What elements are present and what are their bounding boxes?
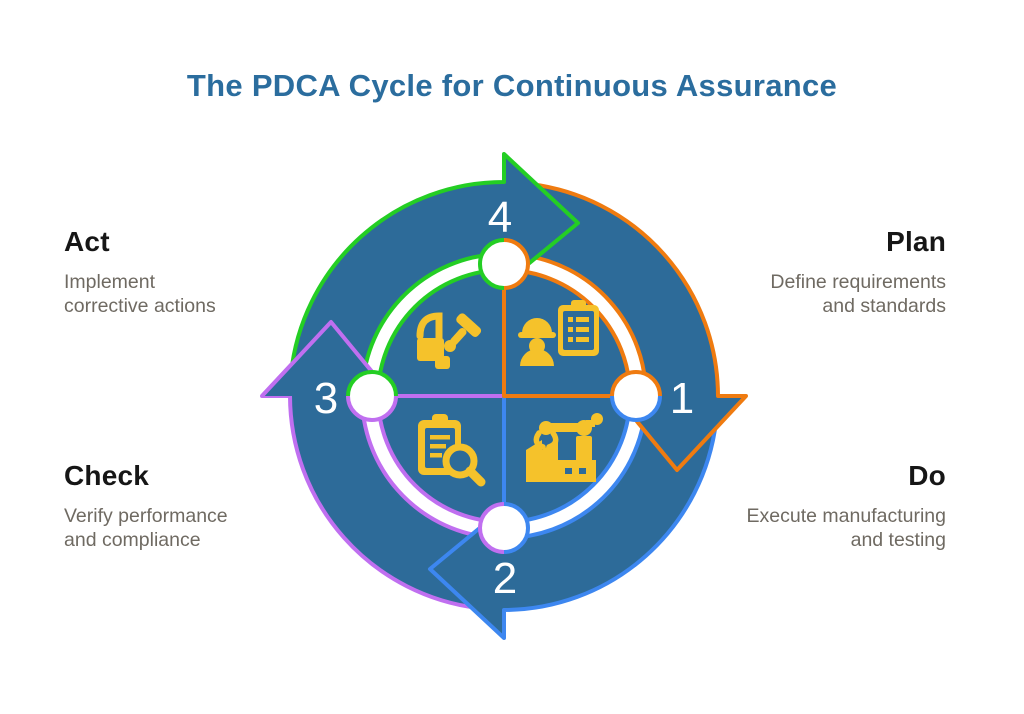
notch-right-bottom-arc: [610, 395, 662, 422]
notch-left-top-arc: [346, 370, 398, 397]
clipboard-magnifier-icon: [418, 414, 486, 487]
stage-title-plan: Plan: [886, 226, 946, 257]
ring-segment-act: [289, 152, 580, 383]
notch-left-bottom-arc: [346, 395, 398, 422]
notch-left: [348, 372, 396, 420]
stage-number-check: 3: [314, 374, 338, 423]
factory-robot-arm-icon: [526, 413, 603, 482]
stage-title-check: Check: [64, 460, 150, 491]
notch-right-top-arc: [610, 370, 662, 397]
notch-bottom-left-arc: [478, 502, 505, 554]
engineer-checklist-icon: [518, 300, 599, 366]
notch-top-left-arc: [478, 238, 505, 290]
stage-number-plan: 1: [670, 374, 694, 423]
ring-segment-do: [428, 411, 718, 640]
ring-segment-plan: [519, 182, 748, 472]
stage-title-do: Do: [908, 460, 946, 491]
notch-bottom: [480, 504, 528, 552]
notch-right: [612, 372, 660, 420]
notch-bottom-right-arc: [503, 502, 530, 554]
notch-top-right-arc: [503, 238, 530, 290]
stage-number-do: 2: [493, 554, 517, 603]
stage-title-act: Act: [64, 226, 110, 257]
page-title: The PDCA Cycle for Continuous Assurance: [186, 68, 838, 103]
notch-top: [480, 240, 528, 288]
stage-number-act: 4: [488, 193, 512, 242]
repair-tools-icon: [416, 312, 482, 369]
